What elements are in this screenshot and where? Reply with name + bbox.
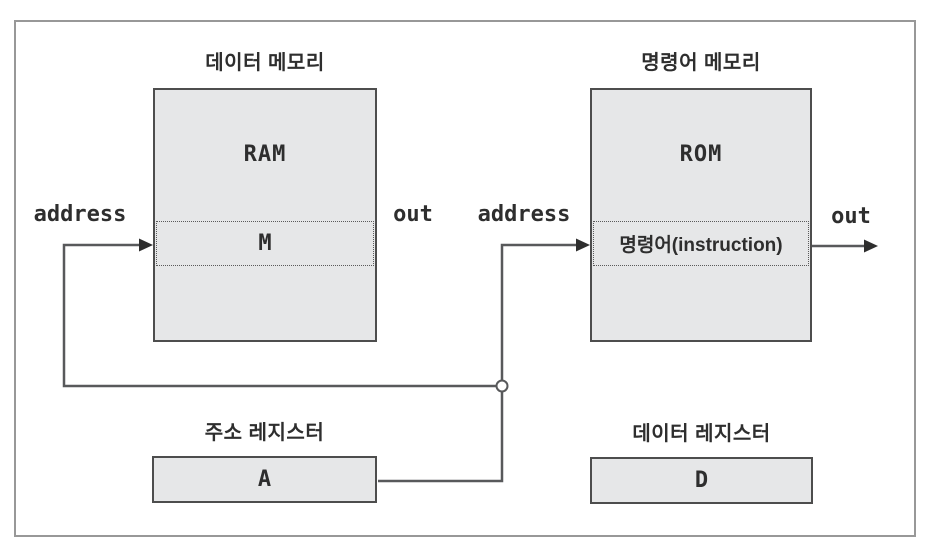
data-memory-box: RAM M	[153, 88, 377, 342]
data-memory-title: 데이터 메모리	[205, 52, 325, 74]
rom-selected-cell-band: 명령어(instruction)	[593, 221, 809, 266]
ram-selected-cell-band: M	[156, 221, 374, 266]
address-register-value: A	[257, 467, 272, 492]
instruction-memory-title: 명령어 메모리	[641, 52, 761, 74]
ram-out-port-label: out	[393, 202, 433, 227]
address-register-title: 주소 레지스터	[204, 422, 325, 444]
address-register-box: A	[152, 456, 377, 503]
ram-cell-label: M	[258, 231, 272, 256]
data-register-title: 데이터 레지스터	[632, 423, 771, 445]
rom-out-port-label: out	[831, 204, 871, 229]
data-register-box: D	[590, 457, 813, 504]
data-register-value: D	[694, 468, 709, 493]
ram-label: RAM	[243, 142, 287, 167]
ram-address-port-label: address	[33, 202, 127, 227]
rom-cell-label: 명령어(instruction)	[619, 235, 783, 256]
rom-address-port-label: address	[477, 202, 571, 227]
instruction-memory-box: ROM 명령어(instruction)	[590, 88, 812, 342]
rom-label: ROM	[679, 142, 723, 167]
